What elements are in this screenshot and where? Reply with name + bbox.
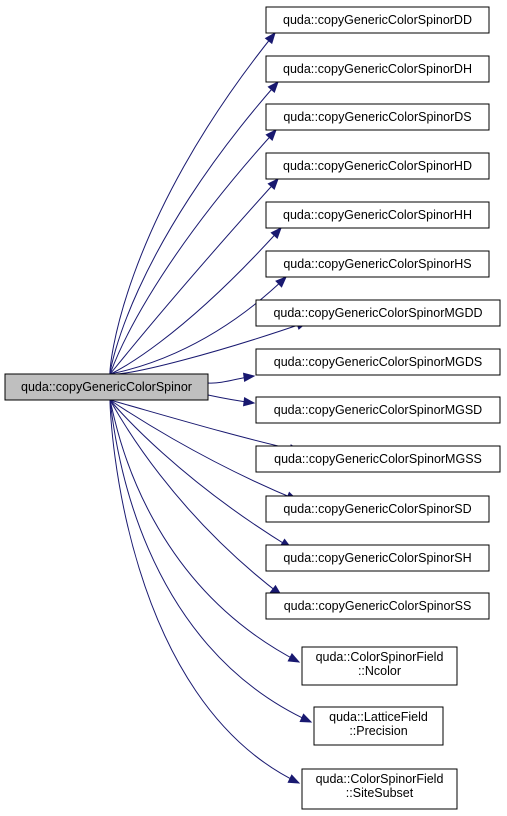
edge-line-hh	[109, 227, 282, 375]
node-label-line: quda::copyGenericColorSpinorMGDD	[273, 306, 482, 320]
node-root[interactable]: quda::copyGenericColorSpinor	[4, 373, 209, 401]
node-sh[interactable]: quda::copyGenericColorSpinorSH	[265, 544, 490, 572]
node-box	[255, 445, 501, 473]
node-label-line: quda::ColorSpinorField	[316, 650, 444, 664]
node-label-line: quda::copyGenericColorSpinorMGSS	[274, 452, 482, 466]
edge-line-sitesubset	[109, 399, 300, 784]
edge-line-ncolor	[109, 399, 300, 663]
node-box	[265, 544, 490, 572]
arrow-head-ds	[265, 129, 277, 141]
node-box	[4, 373, 209, 401]
node-box	[265, 6, 490, 34]
node-ds[interactable]: quda::copyGenericColorSpinorDS	[265, 103, 490, 131]
node-dd[interactable]: quda::copyGenericColorSpinorDD	[265, 6, 490, 34]
node-precision[interactable]: quda::LatticeField::Precision	[313, 706, 444, 746]
arrow-head-ncolor	[287, 652, 301, 663]
arrow-head-dd	[264, 31, 276, 45]
node-label-line: ::Ncolor	[358, 664, 401, 678]
node-label-line: ::Precision	[349, 724, 407, 738]
node-hs[interactable]: quda::copyGenericColorSpinorHS	[265, 250, 490, 278]
call-edges	[109, 31, 313, 784]
edge-line-ss	[109, 399, 282, 596]
edge-line-dh	[109, 81, 279, 375]
arrow-head-dh	[267, 80, 279, 94]
edge-line-precision	[109, 399, 312, 723]
node-label-line: quda::ColorSpinorField	[316, 772, 444, 786]
call-edge-mgds	[207, 372, 256, 384]
node-box	[301, 768, 458, 810]
node-sd[interactable]: quda::copyGenericColorSpinorSD	[265, 495, 490, 523]
node-label-line: quda::copyGenericColorSpinorSD	[283, 502, 471, 516]
node-label-line: quda::copyGenericColorSpinorDD	[283, 13, 472, 27]
node-mgss[interactable]: quda::copyGenericColorSpinorMGSS	[255, 445, 501, 473]
edge-line-hs	[109, 276, 287, 375]
node-label: quda::copyGenericColorSpinor	[21, 380, 192, 394]
arrow-head-mgds	[242, 372, 256, 383]
node-box	[265, 250, 490, 278]
node-box	[255, 348, 501, 376]
node-box	[255, 396, 501, 424]
node-box	[265, 55, 490, 83]
node-mgsd[interactable]: quda::copyGenericColorSpinorMGSD	[255, 396, 501, 424]
edge-line-hd	[109, 178, 279, 375]
call-edge-mgsd	[207, 394, 256, 407]
node-box	[255, 299, 501, 327]
node-sitesubset[interactable]: quda::ColorSpinorField::SiteSubset	[301, 768, 458, 810]
node-label-line: ::SiteSubset	[346, 786, 414, 800]
call-edge-hh	[109, 227, 282, 375]
node-box	[265, 152, 490, 180]
graph-nodes: quda::copyGenericColorSpinorquda::copyGe…	[4, 6, 501, 810]
call-edge-precision	[109, 399, 313, 723]
node-label-line: quda::LatticeField	[329, 710, 428, 724]
node-ss[interactable]: quda::copyGenericColorSpinorSS	[265, 592, 490, 620]
node-label-line: quda::copyGenericColorSpinorMGDS	[274, 355, 482, 369]
edge-line-ds	[109, 129, 277, 375]
node-dh[interactable]: quda::copyGenericColorSpinorDH	[265, 55, 490, 83]
arrow-head-mgsd	[242, 396, 256, 407]
node-label-line: quda::copyGenericColorSpinorMGSD	[274, 403, 482, 417]
arrow-head-precision	[299, 713, 313, 723]
edge-line-sd	[109, 399, 298, 501]
node-label-line: quda::copyGenericColorSpinorHS	[283, 257, 471, 271]
edge-line-dd	[109, 32, 276, 375]
call-edge-dd	[109, 31, 276, 375]
arrow-head-hd	[267, 177, 279, 190]
node-hd[interactable]: quda::copyGenericColorSpinorHD	[265, 152, 490, 180]
node-label-line: quda::copyGenericColorSpinorSS	[284, 599, 472, 613]
node-box	[265, 201, 490, 229]
node-box	[313, 706, 444, 746]
node-box	[265, 103, 490, 131]
call-edge-ss	[109, 399, 283, 596]
call-edge-dh	[109, 80, 279, 375]
node-ncolor[interactable]: quda::ColorSpinorField::Ncolor	[301, 646, 458, 686]
node-label-line: quda::copyGenericColorSpinorDH	[283, 62, 472, 76]
call-edge-hd	[109, 177, 279, 375]
node-box	[265, 592, 490, 620]
node-label-line: quda::copyGenericColorSpinorHH	[283, 208, 472, 222]
node-label-line: quda::copyGenericColorSpinorDS	[283, 110, 471, 124]
call-edge-hs	[109, 276, 287, 375]
node-mgdd[interactable]: quda::copyGenericColorSpinorMGDD	[255, 299, 501, 327]
node-box	[265, 495, 490, 523]
call-edge-sitesubset	[109, 399, 301, 784]
node-box	[301, 646, 458, 686]
node-hh[interactable]: quda::copyGenericColorSpinorHH	[265, 201, 490, 229]
arrow-head-hs	[275, 276, 287, 288]
arrow-head-sitesubset	[287, 774, 301, 784]
call-edge-ncolor	[109, 399, 301, 663]
node-mgds[interactable]: quda::copyGenericColorSpinorMGDS	[255, 348, 501, 376]
node-label-line: quda::copyGenericColorSpinorHD	[283, 159, 472, 173]
call-edge-ds	[109, 129, 277, 375]
arrow-head-hh	[270, 227, 282, 239]
node-label-line: quda::copyGenericColorSpinorSH	[283, 551, 471, 565]
edge-line-sh	[109, 399, 292, 549]
